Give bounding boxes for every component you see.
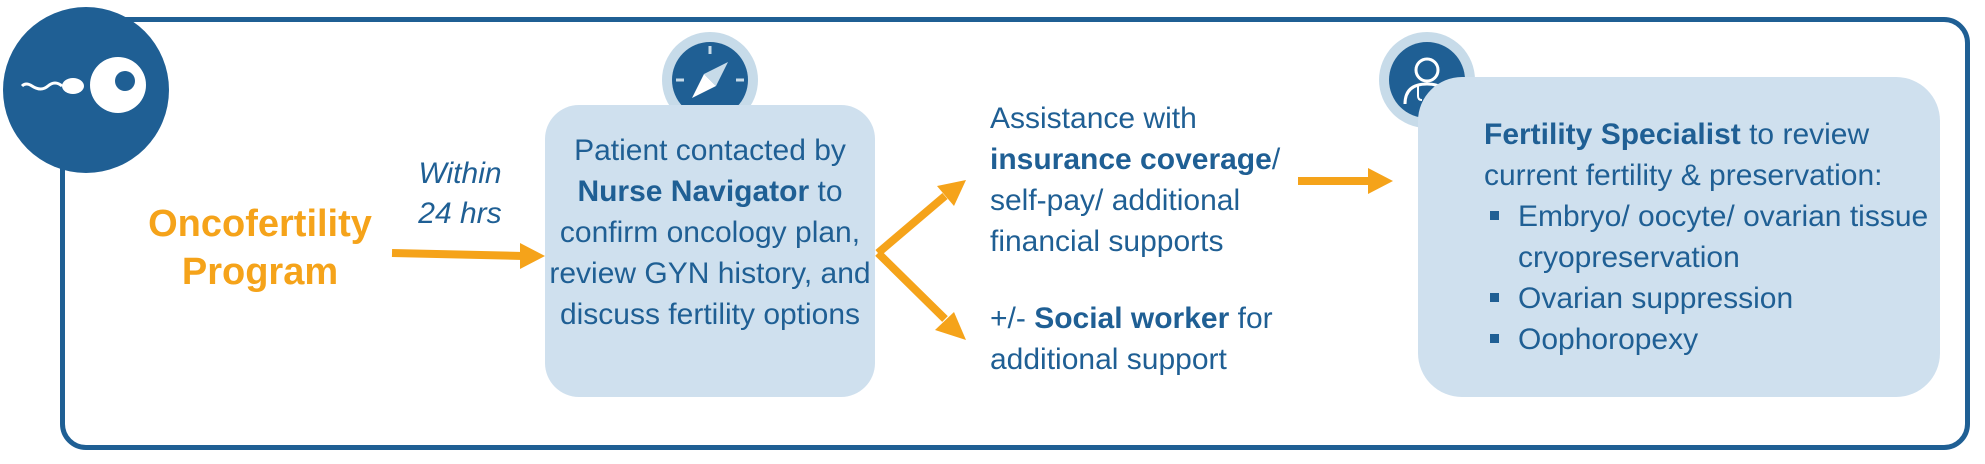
nurse-prefix: Patient contacted by [574, 134, 846, 167]
social-suffix: for additional support [990, 302, 1273, 376]
nurse-navigator-box [545, 105, 875, 397]
insurance-line-1: Assistance with [990, 102, 1197, 135]
preservation-options-list: Embryo/ oocyte/ ovarian tissue cryoprese… [1484, 196, 1934, 360]
diagram-frame [60, 17, 1970, 450]
list-item: Embryo/ oocyte/ ovarian tissue cryoprese… [1484, 196, 1934, 278]
social-prefix: +/- [990, 302, 1035, 335]
arrow-nurse-to-insurance [875, 180, 966, 257]
fertility-specialist-box [1418, 77, 1940, 397]
timing-label: Within 24 hrs [400, 154, 520, 234]
insurance-suffix: / self-pay/ additional financial support… [990, 143, 1281, 258]
specialist-suffix: to review current fertility & preservati… [1484, 118, 1883, 192]
arrow-program-to-nurse [391, 243, 545, 269]
nurse-suffix: to confirm oncology plan, review GYN his… [549, 175, 871, 331]
timing-line-1: Within [418, 157, 502, 190]
arrow-nurse-to-social [875, 250, 966, 340]
specialist-intro: Fertility Specialist to review current f… [1484, 114, 1934, 196]
fertility-specialist-text: Fertility Specialist to review current f… [1484, 114, 1934, 360]
list-item: Ovarian suppression [1484, 278, 1934, 319]
arrow-insurance-to-specialist [1298, 168, 1393, 194]
program-line-1: Oncofertility [148, 203, 372, 245]
list-item: Oophoropexy [1484, 319, 1934, 360]
nurse-bold: Nurse Navigator [577, 175, 810, 208]
insurance-bold: insurance coverage [990, 143, 1272, 176]
insurance-step-text: Assistance with insurance coverage/ self… [990, 98, 1310, 262]
social-bold: Social worker [1034, 302, 1230, 335]
timing-line-2: 24 hrs [418, 197, 502, 230]
program-label: Oncofertility Program [120, 200, 400, 296]
specialist-bold: Fertility Specialist [1484, 118, 1741, 151]
program-line-2: Program [181, 251, 339, 293]
nurse-navigator-text: Patient contacted by Nurse Navigator to … [548, 130, 872, 335]
social-worker-step-text: +/- Social worker for additional support [990, 298, 1310, 380]
